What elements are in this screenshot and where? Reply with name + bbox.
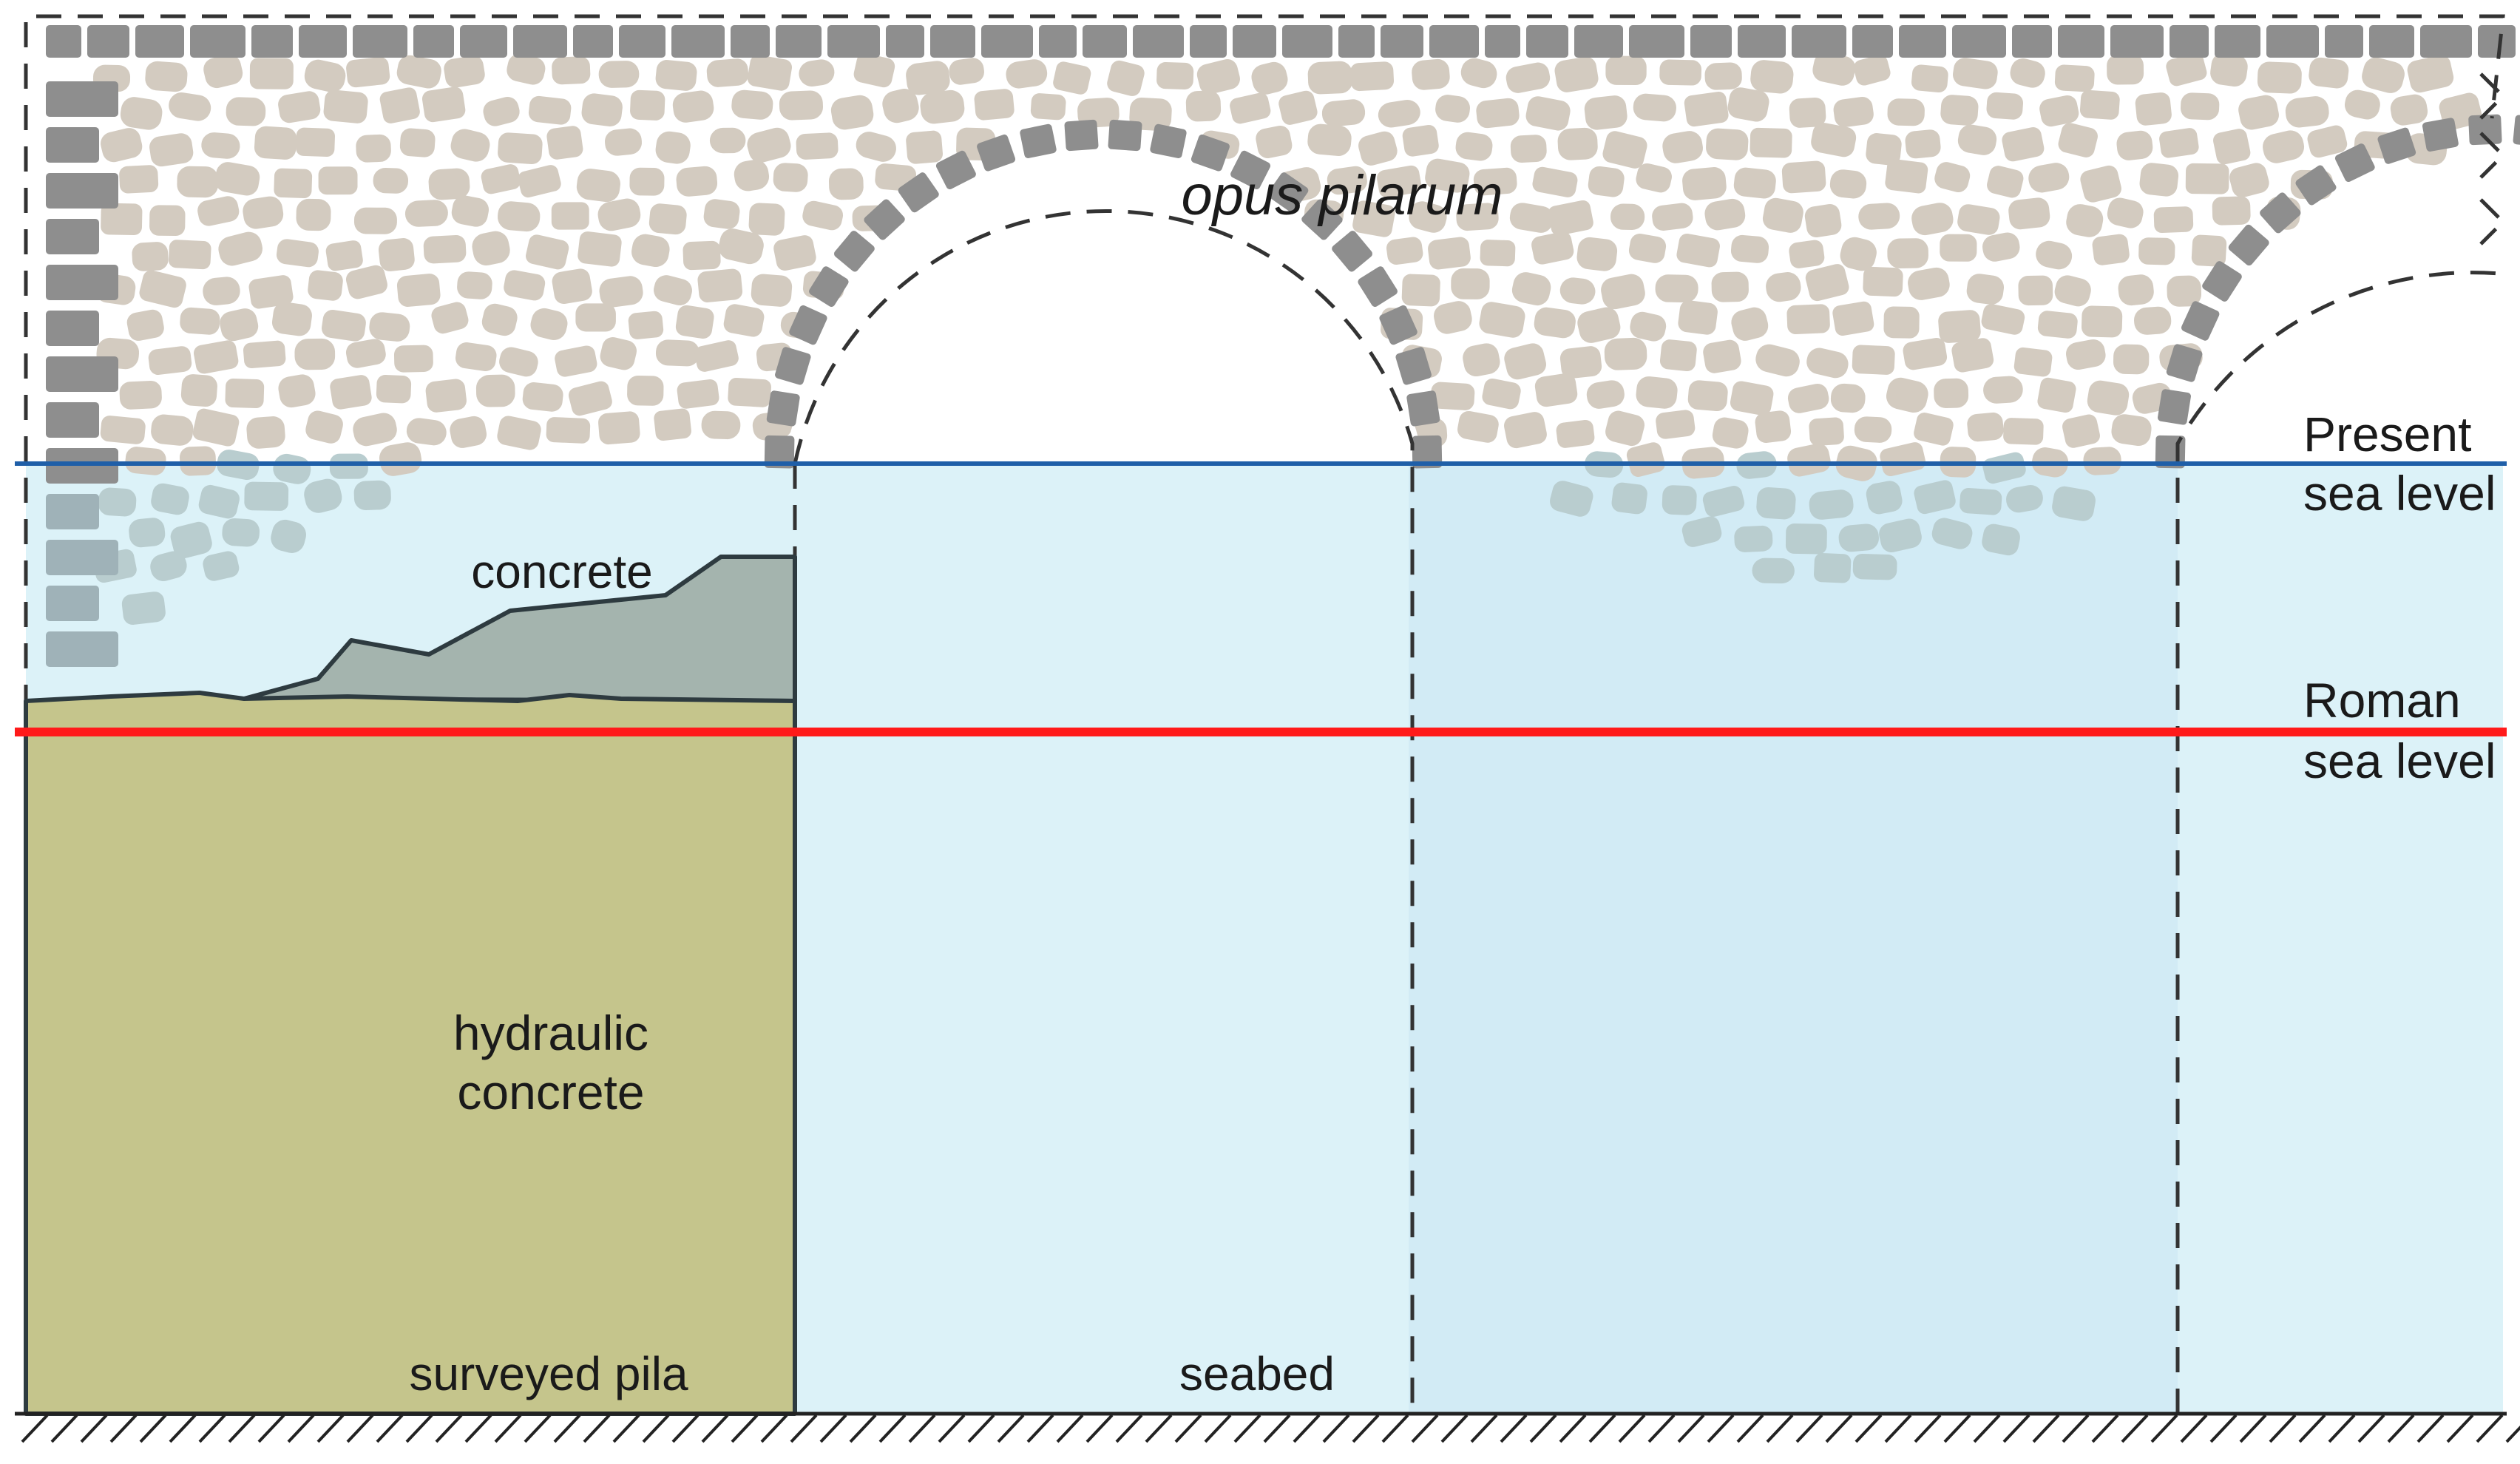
water-deep-band	[1409, 464, 2178, 1414]
concrete-mass	[242, 555, 797, 703]
hydraulic-concrete-label-line1: hydraulic	[453, 1006, 648, 1060]
roman-sea-level-label-line1: Roman	[2303, 673, 2461, 728]
opus-pilarum-masonry	[92, 52, 2482, 625]
surveyed-pila-label: surveyed pila	[409, 1347, 688, 1400]
right-edge-break	[2479, 72, 2506, 245]
opus-pilarum-label: opus pilarum	[1181, 164, 1503, 227]
present-sea-level-label-line1: Present	[2303, 407, 2471, 461]
roman-sea-level-label-line2: sea level	[2303, 733, 2496, 788]
present-sea-level-label-line2: sea level	[2303, 466, 2496, 521]
dressed-stone-blocks	[46, 25, 2520, 667]
arch-opening	[788, 195, 1420, 464]
hydraulic-concrete-label-line2: concrete	[457, 1065, 644, 1119]
structure-outline	[24, 14, 2505, 1414]
concrete-label: concrete	[471, 545, 652, 598]
hydraulic-concrete-block	[24, 691, 797, 1416]
seabed-label: seabed	[1179, 1347, 1335, 1400]
hatched-ground-icon	[21, 1414, 2520, 1443]
